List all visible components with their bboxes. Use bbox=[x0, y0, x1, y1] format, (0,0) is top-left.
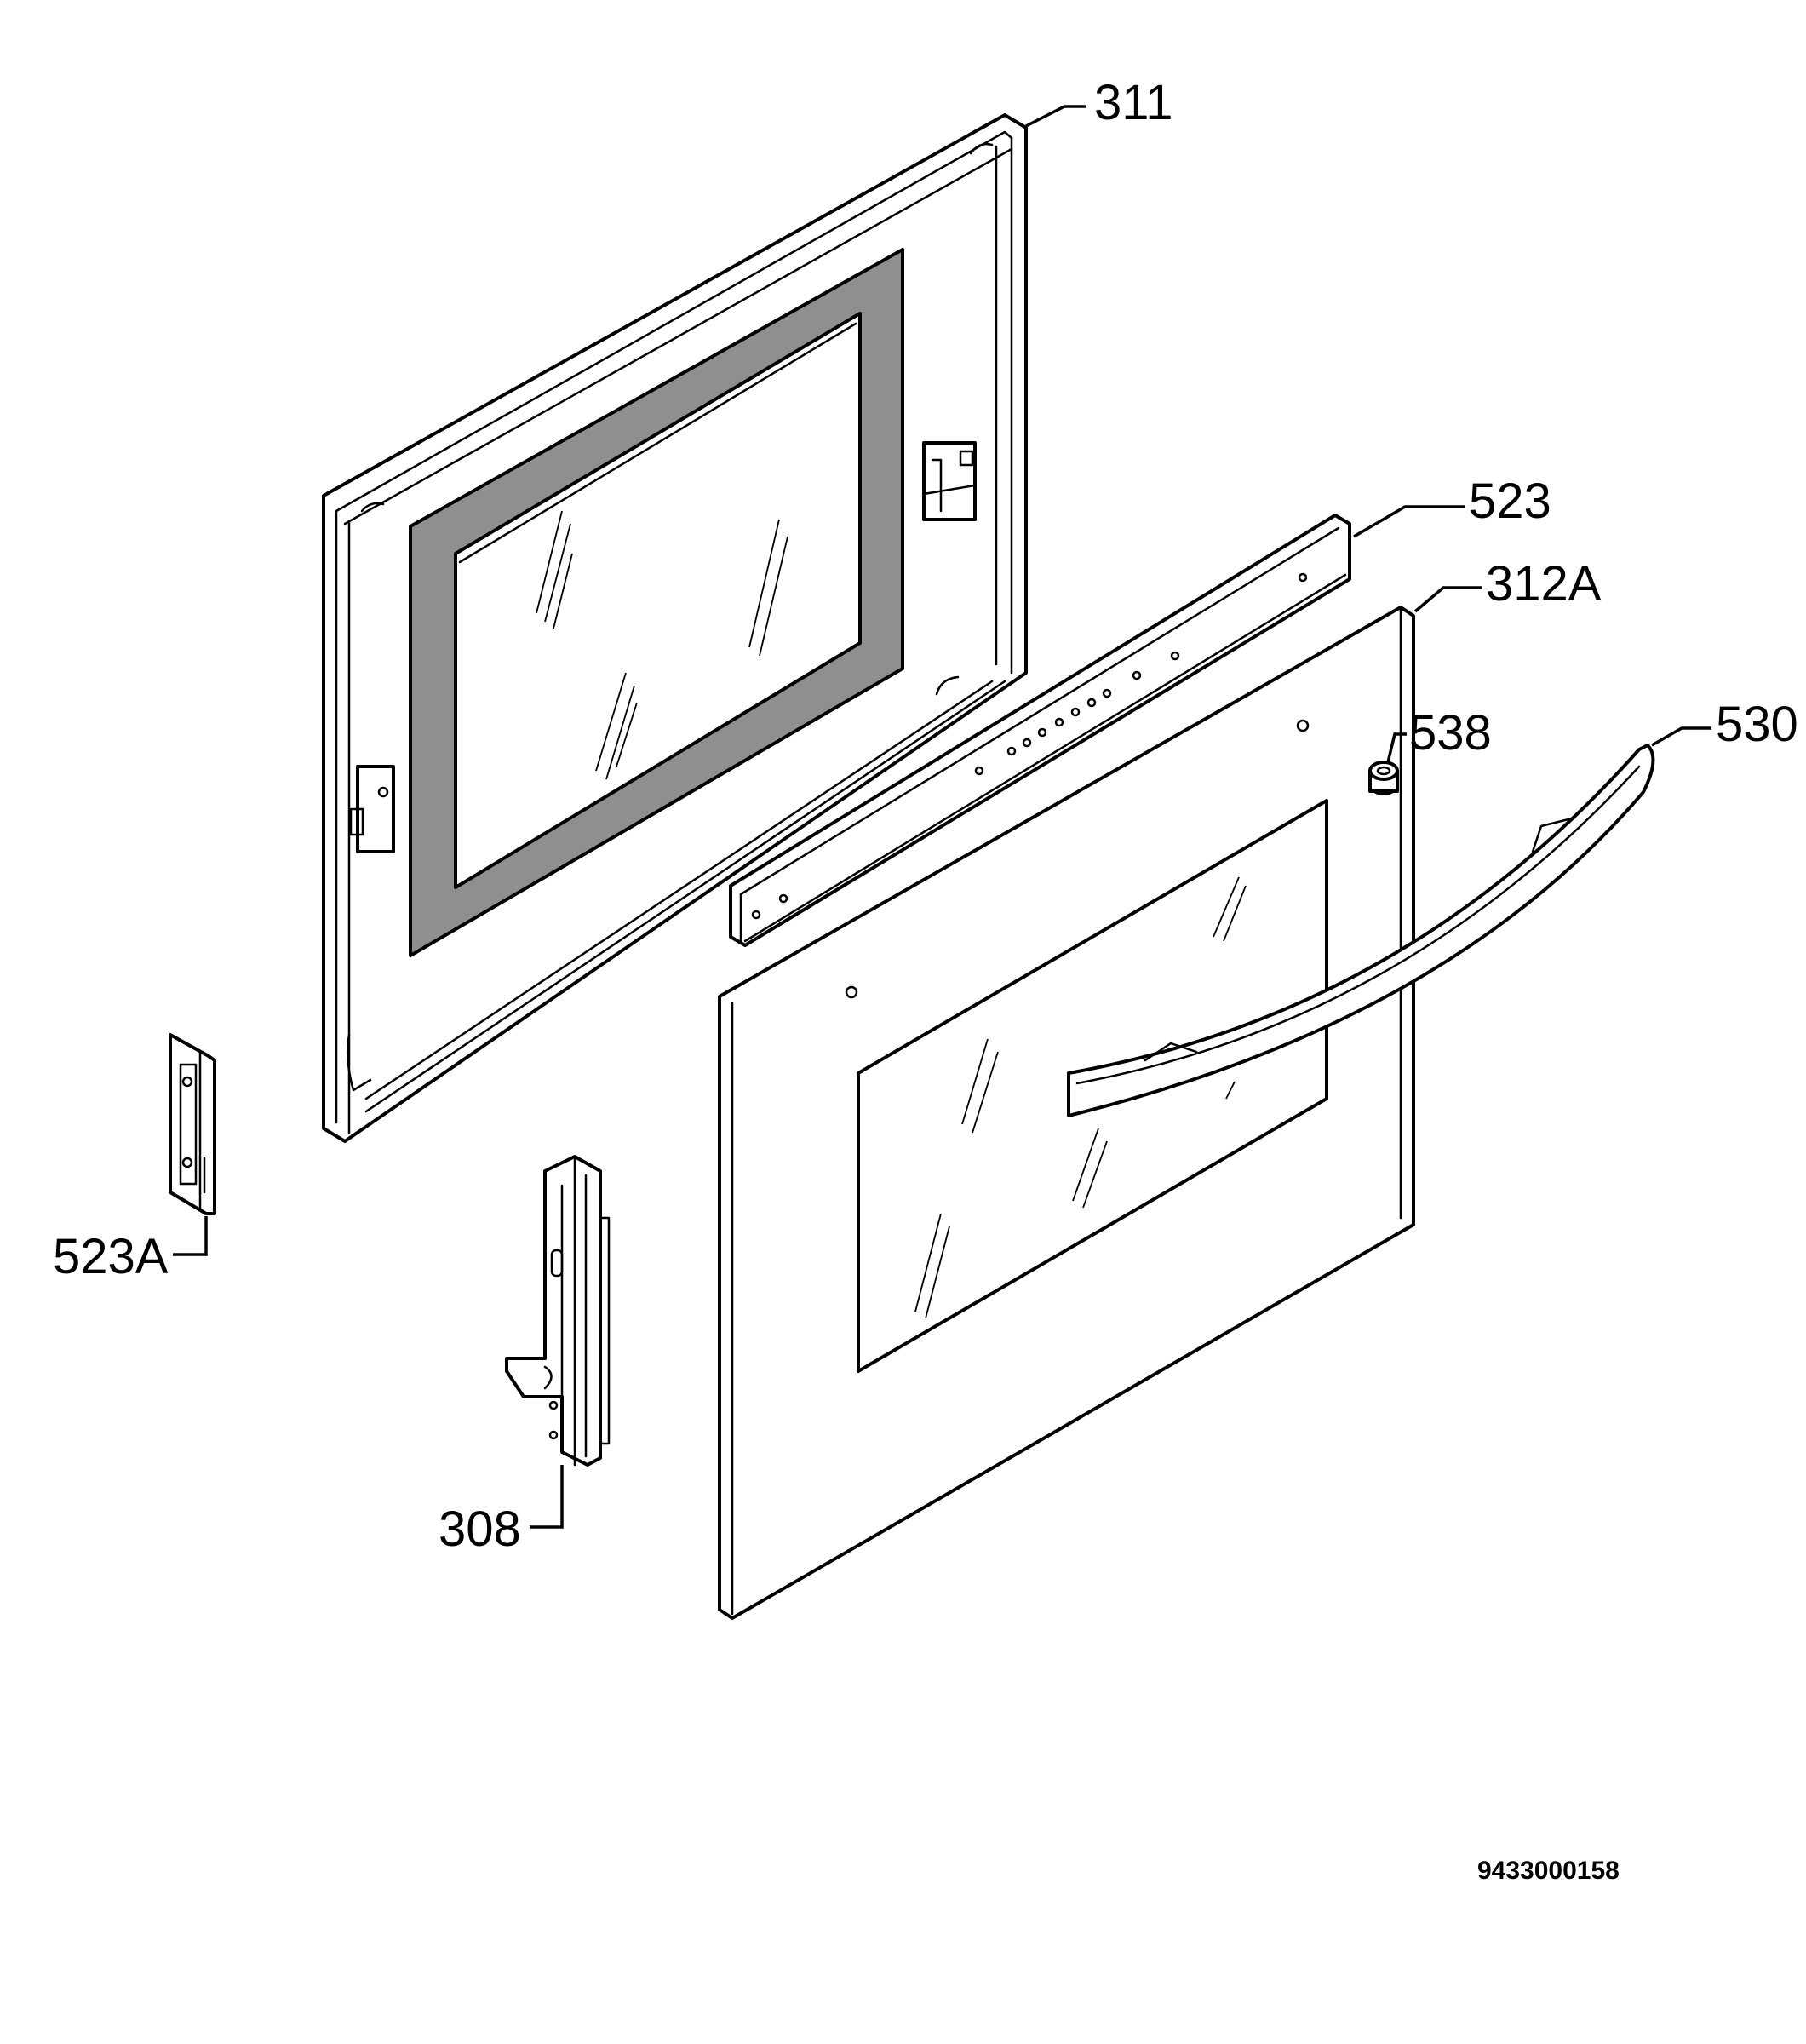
door-hinge-308 bbox=[505, 1155, 611, 1467]
label-312a: 312A bbox=[1486, 556, 1602, 611]
door-top-rail-523 bbox=[729, 514, 1351, 947]
leader-lines bbox=[173, 105, 1711, 1529]
label-538: 538 bbox=[1409, 705, 1492, 761]
label-523: 523 bbox=[1469, 474, 1551, 529]
hinge-bracket-523a bbox=[169, 1033, 216, 1215]
document-number: 9433000158 bbox=[1477, 1857, 1620, 1885]
inner-door-panel-311 bbox=[322, 113, 1028, 1143]
door-handle-530 bbox=[1067, 744, 1655, 1117]
label-308: 308 bbox=[439, 1501, 521, 1557]
label-530: 530 bbox=[1716, 697, 1798, 752]
rail-holes bbox=[751, 572, 1308, 920]
label-311: 311 bbox=[1094, 75, 1172, 130]
handle-spacer-538 bbox=[1368, 761, 1399, 795]
label-523a: 523A bbox=[53, 1229, 169, 1284]
part-labels: 311 523 312A 538 530 523A 308 bbox=[53, 75, 1798, 1557]
